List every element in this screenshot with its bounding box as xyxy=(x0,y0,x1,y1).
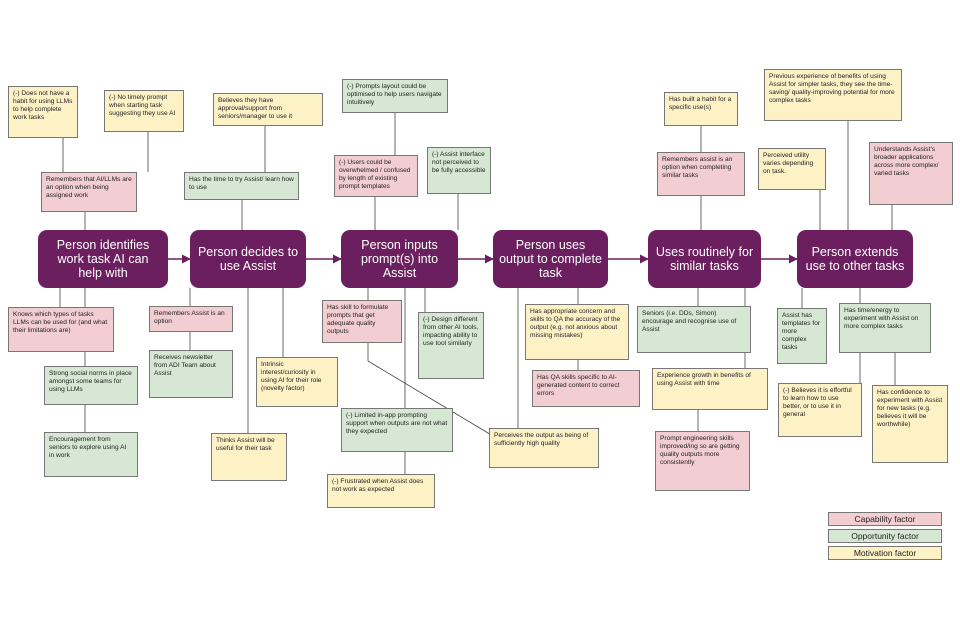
factor-no-habit: (-) Does not have a habit for using LLMs… xyxy=(8,86,78,138)
factor-perceived-utility: Perceived utility varies depending on ta… xyxy=(758,148,826,190)
factor-has-templates: Assist has templates for more complex ta… xyxy=(777,308,827,364)
factor-knows-task-types: Knows which types of tasks LLMs can be u… xyxy=(8,307,114,352)
stage-identifies-task: Person identifies work task AI can help … xyxy=(38,230,168,288)
factor-seniors-encourage: Seniors (i.e. DDs, Simon) encourage and … xyxy=(637,306,751,353)
factor-intrinsic-interest: Intrinsic interest/curiosity in using AI… xyxy=(256,357,338,407)
factor-approval-support: Believes they have approval/support from… xyxy=(213,93,323,126)
factor-prompt-engineering: Prompt engineering skills improved/ing s… xyxy=(655,431,750,491)
factor-social-norms: Strong social norms in place amongst som… xyxy=(44,366,138,405)
factor-time-energy: Has time/energy to experiment with Assis… xyxy=(839,303,931,353)
stage-inputs-prompts: Person inputs prompt(s) into Assist xyxy=(341,230,458,288)
factor-overwhelmed: (-) Users could be overwhelmed / confuse… xyxy=(334,155,418,197)
factor-built-habit: Has built a habit for a specific use(s) xyxy=(664,92,738,126)
factor-design-different: (-) Design different from other AI tools… xyxy=(418,312,484,379)
factor-remembers-ai: Remembers that AI/LLMs are an option whe… xyxy=(41,172,137,212)
stage-decides-to-use: Person decides to use Assist xyxy=(190,230,306,288)
factor-previous-experience: Previous experience of benefits of using… xyxy=(764,69,902,121)
factor-effortful: (-) Believes it is effortful to learn ho… xyxy=(778,383,862,437)
factor-thinks-useful: Thinks Assist will be useful for their t… xyxy=(211,433,287,481)
factor-prompts-layout: (-) Prompts layout could be optimised to… xyxy=(342,79,448,113)
factor-understands-applications: Understands Assist's broader application… xyxy=(869,142,953,205)
legend-motivation: Motivation factor xyxy=(828,546,942,560)
stage-extends-use: Person extends use to other tasks xyxy=(797,230,913,288)
factor-has-time: Has the time to try Assist/ learn how to… xyxy=(184,172,299,200)
factor-limited-support: (-) Limited in-app prompting support whe… xyxy=(341,408,453,452)
factor-newsletter: Receives newsletter from ADI Team about … xyxy=(149,350,233,398)
factor-no-timely-prompt: (-) No timely prompt when starting task … xyxy=(104,90,184,132)
factor-remembers-assist: Remembers Assist is an option xyxy=(149,306,233,332)
factor-connectors xyxy=(59,113,896,474)
factor-prompt-skill: Has skill to formulate prompts that get … xyxy=(322,300,402,343)
factor-confidence: Has confidence to experiment with Assist… xyxy=(872,385,948,463)
factor-encouragement-seniors: Encouragement from seniors to explore us… xyxy=(44,432,138,477)
factor-remembers-similar: Remembers assist is an option when compl… xyxy=(657,152,745,196)
stage-uses-output: Person uses output to complete task xyxy=(493,230,608,288)
factor-qa-skills: Has QA skills specific to AI-generated c… xyxy=(532,370,640,407)
legend-opportunity: Opportunity factor xyxy=(828,529,942,543)
factor-experience-growth: Experience growth in benefits of using A… xyxy=(652,368,768,410)
factor-qa-concern: Has appropriate concern and skills to QA… xyxy=(525,304,629,360)
factor-frustrated: (-) Frustrated when Assist does not work… xyxy=(327,474,435,508)
legend-capability: Capability factor xyxy=(828,512,942,526)
factor-not-accessible: (-) Assist interface not perceived to be… xyxy=(427,147,491,194)
factor-perceives-quality: Perceives the output as being of suffici… xyxy=(489,428,599,468)
stage-uses-routinely: Uses routinely for similar tasks xyxy=(648,230,761,288)
